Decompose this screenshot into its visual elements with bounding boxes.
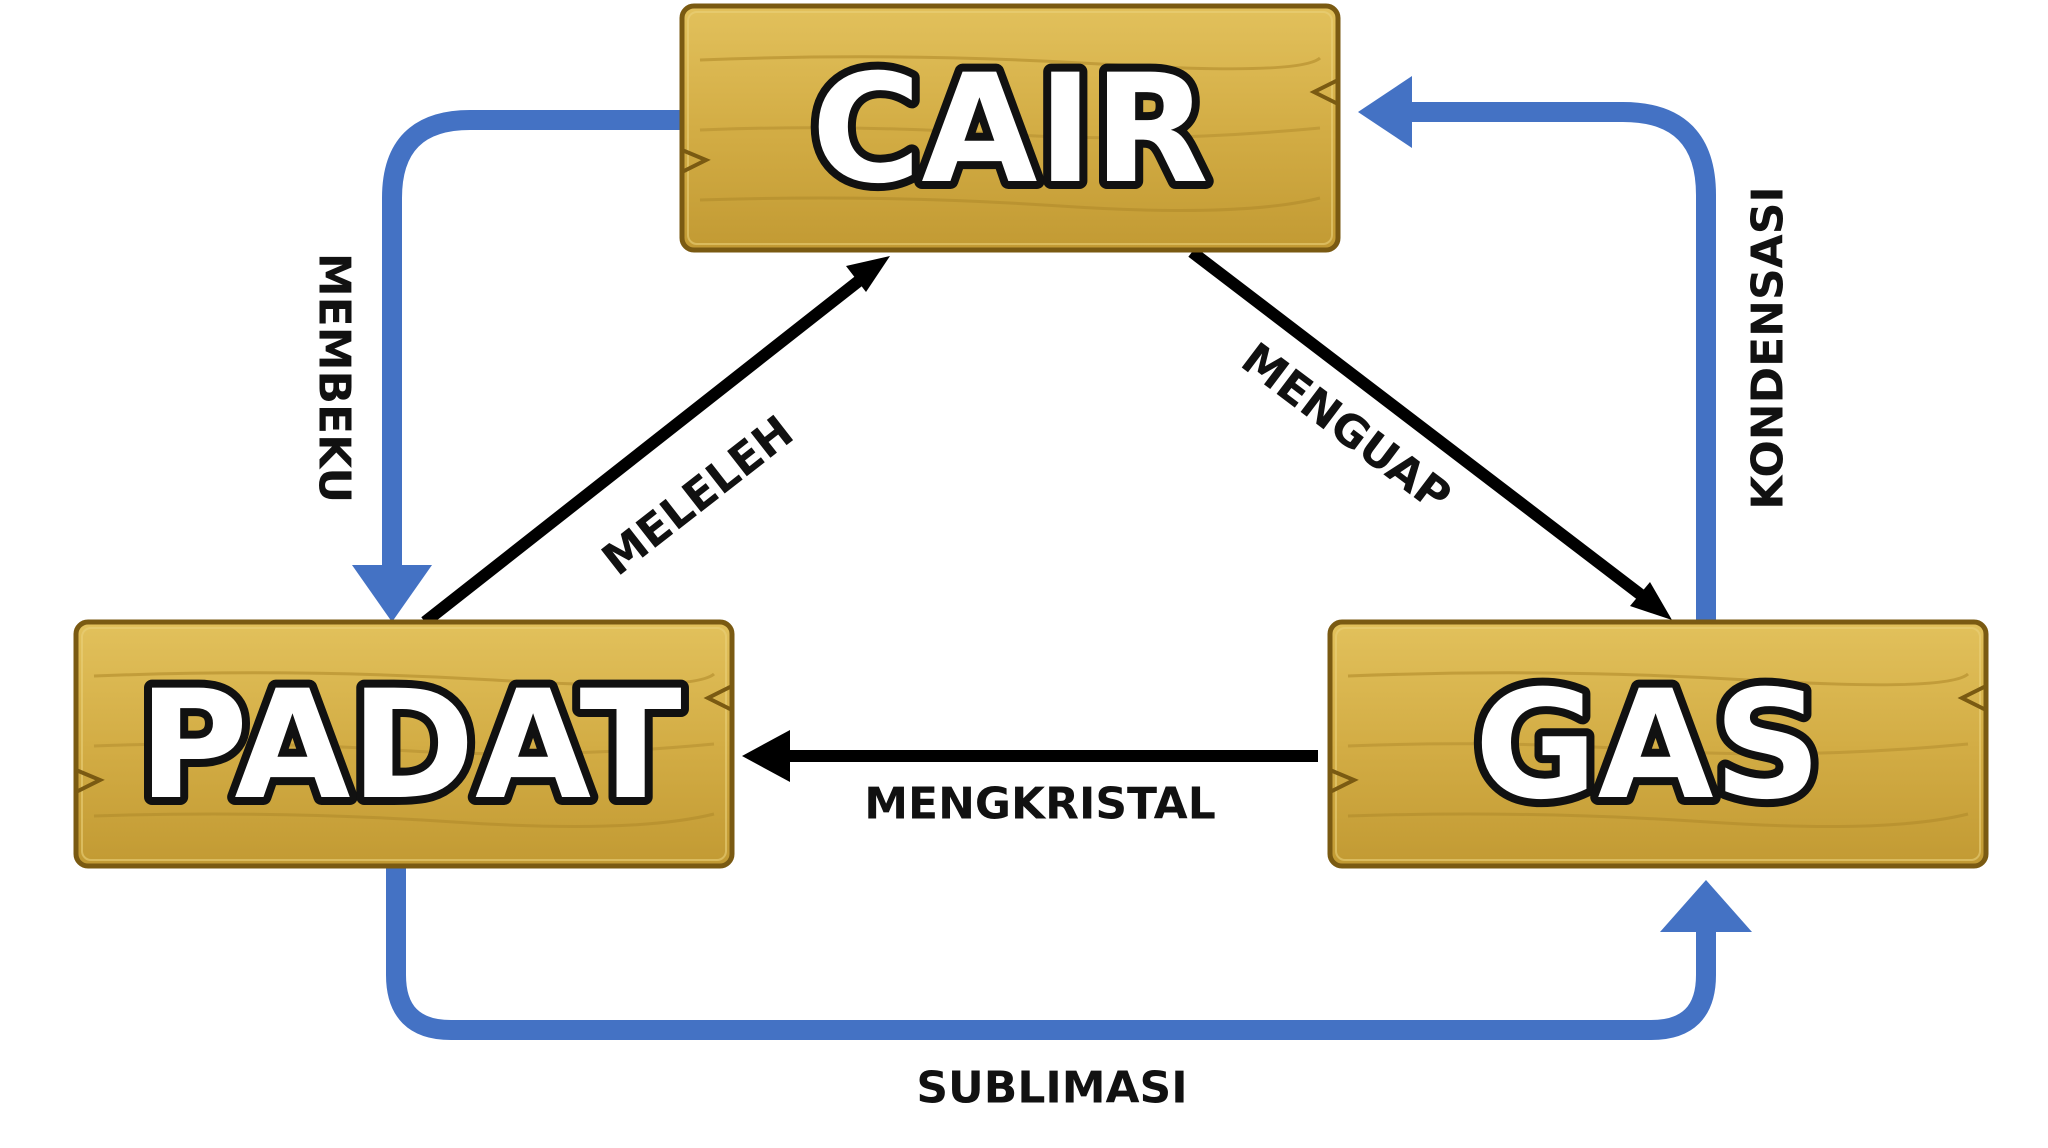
state-label-padat: PADAT xyxy=(138,659,682,833)
kondensasi-arrow-line xyxy=(1405,102,1716,622)
membeku-arrow-line xyxy=(382,110,680,570)
menguap-arrow-line xyxy=(1188,247,1649,603)
cair-plank: CAIR xyxy=(679,3,1341,253)
menguap-arrow-head xyxy=(1630,582,1672,620)
meleleh-arrow-line xyxy=(421,275,864,627)
state-label-gas: GAS xyxy=(1474,659,1821,833)
transition-label-membeku: MEMBEKU xyxy=(309,253,360,503)
padat-plank: PADAT xyxy=(73,619,735,869)
membeku-arrow-head xyxy=(352,565,432,622)
gas-plank: GAS xyxy=(1327,619,1989,869)
state-label-cair: CAIR xyxy=(811,43,1209,217)
transition-label-meleleh: MELELEH xyxy=(593,406,803,586)
mengkristal-arrow-head xyxy=(742,730,790,782)
sublimasi-arrow-line xyxy=(386,862,1716,1040)
meleleh-arrow-head xyxy=(846,256,890,292)
sublimasi-arrow-head xyxy=(1660,880,1752,932)
transition-label-kondensasi: KONDENSASI xyxy=(1743,186,1794,510)
kondensasi-arrow-head xyxy=(1358,76,1412,148)
transition-label-mengkristal: MENGKRISTAL xyxy=(864,779,1216,830)
transition-label-sublimasi: SUBLIMASI xyxy=(916,1063,1187,1114)
